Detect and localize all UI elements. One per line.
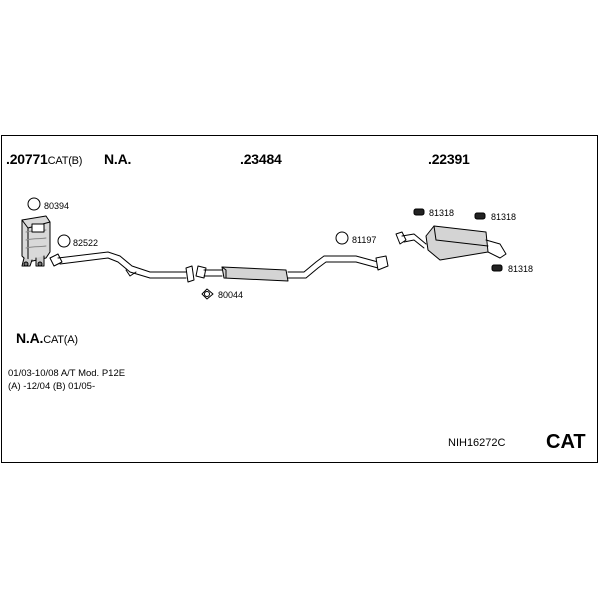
- ring-80394-icon: [27, 197, 41, 211]
- catalytic-converter-part: [21, 215, 51, 267]
- hanger-81318-b-icon: [474, 212, 486, 220]
- callout-81318-a: 81318: [429, 208, 455, 218]
- part-label-na-top: N.A.: [104, 151, 132, 167]
- callout-81318-c: 81318: [508, 264, 534, 274]
- front-pipe-part: [49, 251, 195, 283]
- part-label-22391: .22391: [428, 151, 470, 167]
- part-label-20771: .20771CAT(B): [6, 151, 83, 167]
- diagram-frame: [1, 135, 598, 463]
- kit-code: NIH16272C: [448, 437, 506, 449]
- callout-81197: 81197: [352, 235, 377, 245]
- fitment-note-line-2: (A) -12/04 (B) 01/05-: [8, 381, 96, 392]
- fitment-note-line-1: 01/03-10/08 A/T Mod. P12E: [8, 368, 126, 379]
- rear-silencer-part: [395, 225, 507, 261]
- gasket-80044-part: [201, 288, 214, 300]
- part-label-na-cat: N.A.CAT(A): [16, 330, 78, 346]
- ring-81197-icon: [335, 231, 349, 245]
- callout-80394: 80394: [44, 201, 70, 211]
- callout-82522: 82522: [73, 238, 99, 248]
- cat-badge: CAT: [546, 431, 586, 453]
- part-label-23484: .23484: [240, 151, 282, 167]
- hanger-81318-a-icon: [413, 208, 425, 216]
- hanger-81318-c-icon: [491, 264, 503, 272]
- callout-80044: 80044: [218, 290, 244, 300]
- center-silencer-part: [195, 255, 389, 282]
- callout-81318-b: 81318: [491, 212, 517, 222]
- ring-82522-icon: [57, 234, 71, 248]
